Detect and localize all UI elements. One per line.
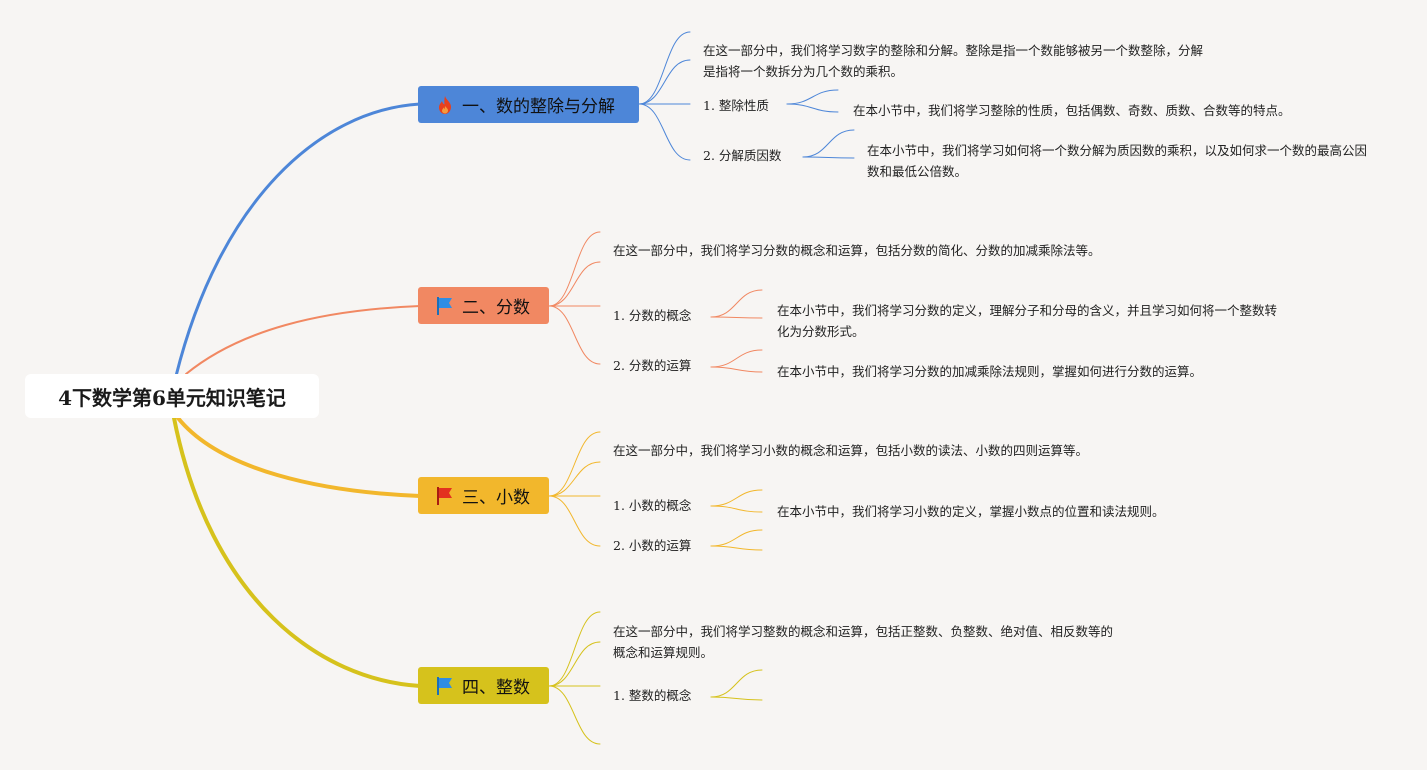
connector-topic2-1 bbox=[548, 261, 601, 307]
topic-intro: 在这一部分中，我们将学习小数的概念和运算，包括小数的读法、小数的四则运算等。 bbox=[613, 443, 1089, 458]
subtopic-label[interactable]: 2. 分解质因数 bbox=[703, 148, 782, 163]
connector-root-topic2 bbox=[185, 305, 421, 375]
subtopic-label[interactable]: 2. 小数的运算 bbox=[613, 538, 692, 553]
topic-fractions[interactable]: 二、分数 bbox=[418, 287, 549, 324]
connector-topic3-1 bbox=[548, 461, 601, 497]
connector-topic1-0 bbox=[638, 31, 691, 105]
subtopic-label[interactable]: 1. 整除性质 bbox=[703, 98, 769, 113]
connector-topic4-1 bbox=[548, 641, 601, 687]
subtopic-note: 在本小节中，我们将学习整除的性质，包括偶数、奇数、质数、合数等的特点。 bbox=[853, 103, 1291, 118]
connector-topic3-sub1-0 bbox=[710, 489, 763, 507]
blue-flag-icon bbox=[434, 675, 456, 697]
topic-title: 四、整数 bbox=[462, 678, 530, 698]
root-node[interactable]: 4下数学第6单元知识笔记 bbox=[25, 374, 319, 418]
topic-title: 三、小数 bbox=[462, 488, 530, 508]
connector-topic2-sub2-0 bbox=[710, 349, 763, 368]
connector-root-topic1 bbox=[174, 102, 422, 378]
subtopic-label[interactable]: 1. 小数的概念 bbox=[613, 498, 692, 513]
connector-topic1-sub2-0 bbox=[802, 129, 855, 158]
topic-intro: 在这一部分中，我们将学习数字的整除和分解。整除是指一个数能够被另一个数整除，分解… bbox=[703, 43, 1204, 79]
subtopic-note: 在本小节中，我们将学习分数的定义，理解分子和分母的含义，并且学习如何将一个整数转… bbox=[777, 303, 1278, 339]
connector-topic3-sub2-1 bbox=[710, 545, 763, 551]
connector-topic2-0 bbox=[548, 231, 601, 307]
connector-topic3-3 bbox=[548, 495, 601, 547]
topic-decimals[interactable]: 三、小数 bbox=[418, 477, 549, 514]
connector-topic4-sub1-0 bbox=[710, 669, 763, 698]
subtopic-label[interactable]: 1. 整数的概念 bbox=[613, 688, 692, 703]
fire-icon bbox=[434, 94, 456, 116]
connector-topic4-3 bbox=[548, 685, 601, 745]
connector-topic2-sub1-1 bbox=[710, 316, 763, 319]
connector-topic4-0 bbox=[548, 611, 601, 687]
subtopic-label[interactable]: 1. 分数的概念 bbox=[613, 308, 692, 323]
subtopic-note: 在本小节中，我们将学习如何将一个数分解为质因数的乘积，以及如何求一个数的最高公因… bbox=[867, 143, 1368, 179]
connector-topic1-1 bbox=[638, 59, 691, 105]
blue-flag-icon bbox=[434, 295, 456, 317]
topic-title: 二、分数 bbox=[462, 298, 530, 318]
connector-topic2-sub2-1 bbox=[710, 366, 763, 373]
connector-topic2-sub1-0 bbox=[710, 289, 763, 318]
connector-topic1-sub1-0 bbox=[786, 89, 839, 105]
connector-root-topic4 bbox=[172, 416, 422, 688]
root-title: 4下数学第6单元知识笔记 bbox=[58, 385, 286, 410]
topic-integers[interactable]: 四、整数 bbox=[418, 667, 549, 704]
red-flag-icon bbox=[434, 485, 456, 507]
connector-topic3-0 bbox=[548, 431, 601, 497]
connector-topic2-3 bbox=[548, 305, 601, 365]
topic-intro: 在这一部分中，我们将学习整数的概念和运算，包括正整数、负整数、绝对值、相反数等的… bbox=[613, 624, 1114, 660]
subtopic-note: 在本小节中，我们将学习分数的加减乘除法规则，掌握如何进行分数的运算。 bbox=[777, 364, 1203, 379]
topic-intro: 在这一部分中，我们将学习分数的概念和运算，包括分数的简化、分数的加减乘除法等。 bbox=[613, 243, 1101, 258]
connector-topic3-sub2-0 bbox=[710, 529, 763, 547]
subtopic-label[interactable]: 2. 分数的运算 bbox=[613, 358, 692, 373]
topic-title: 一、数的整除与分解 bbox=[462, 97, 615, 117]
connector-topic4-sub1-1 bbox=[710, 696, 763, 701]
connector-topic1-sub2-1 bbox=[802, 156, 855, 159]
subtopic-note: 在本小节中，我们将学习小数的定义，掌握小数点的位置和读法规则。 bbox=[777, 504, 1165, 519]
connector-topic1-3 bbox=[638, 103, 691, 161]
connector-topic3-sub1-1 bbox=[710, 505, 763, 513]
connector-root-topic3 bbox=[176, 416, 422, 498]
topic-number-divisibility[interactable]: 一、数的整除与分解 bbox=[418, 86, 639, 123]
connector-topic1-sub1-1 bbox=[786, 103, 839, 113]
